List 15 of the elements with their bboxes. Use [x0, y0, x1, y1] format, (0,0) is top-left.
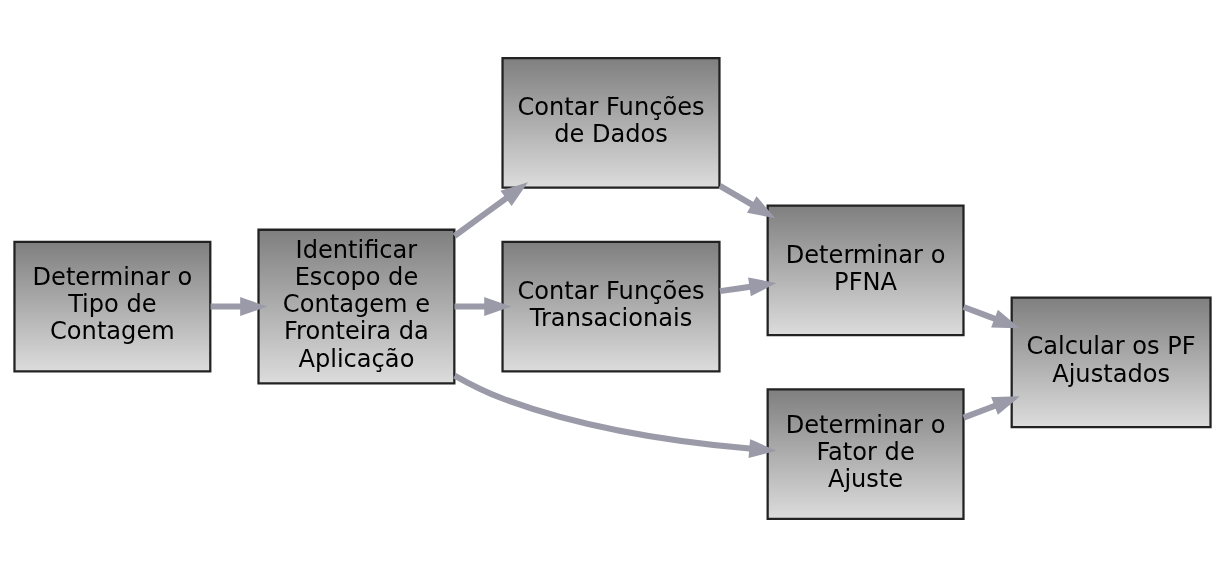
arrow — [210, 297, 268, 317]
node-box: Identificar Escopo de Contagem e Fronteira da Aplicação — [257, 228, 456, 385]
arrow — [454, 297, 512, 317]
node-box: Determinar o Fator de Ajuste — [766, 388, 965, 521]
arrow — [718, 183, 776, 219]
node-box: Calcular os PF Ajustados — [1010, 296, 1212, 429]
arrow — [453, 372, 777, 459]
node-box: Determinar o Tipo de Contagem — [13, 240, 212, 373]
arrow — [719, 277, 777, 297]
arrow — [962, 304, 1020, 329]
arrow — [452, 182, 528, 239]
node-box: Determinar o PFNA — [766, 204, 965, 337]
node-box: Contar Funções Transacionais — [501, 240, 721, 373]
node-box: Contar Funções de Dados — [501, 56, 721, 189]
arrow — [962, 396, 1020, 421]
